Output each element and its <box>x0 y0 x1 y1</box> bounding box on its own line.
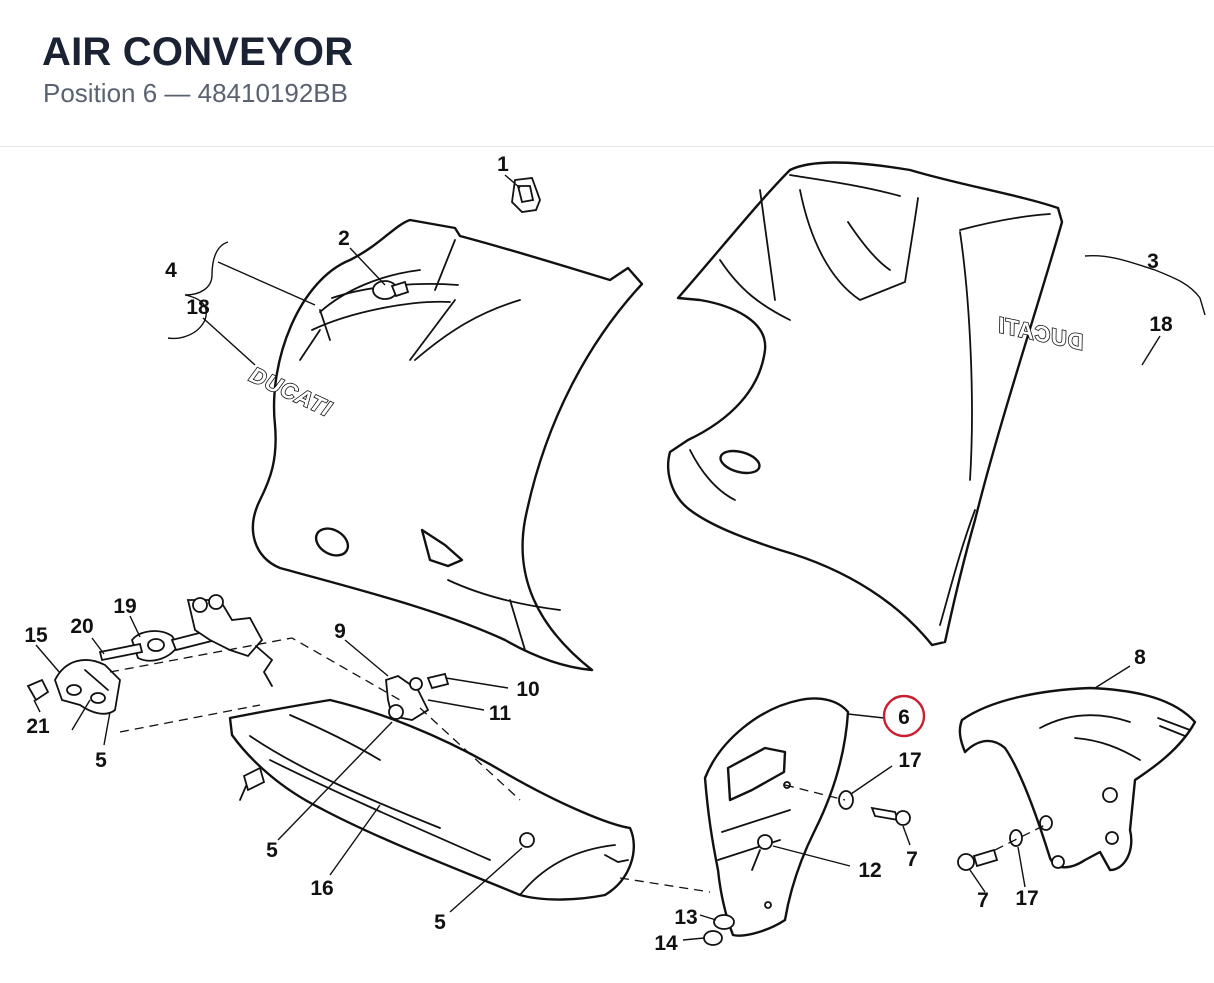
callout-3[interactable]: 3 <box>1147 250 1159 273</box>
callout-10[interactable]: 10 <box>516 678 539 701</box>
quarter-turn-fastener[interactable] <box>372 280 410 300</box>
callout-labels: 1 2 3 4 18 18 19 20 15 21 5 9 10 11 5 16… <box>24 153 1173 955</box>
callout-4[interactable]: 4 <box>165 259 177 282</box>
callout-17-air-conveyor[interactable]: 17 <box>898 749 921 772</box>
exploded-parts-diagram: DUCATI DUCATI <box>24 153 1206 955</box>
callout-16[interactable]: 16 <box>310 877 333 900</box>
callout-5-lower[interactable]: 5 <box>434 911 446 934</box>
page-header: AIR CONVEYOR Position 6 — 48410192BB <box>0 0 1214 147</box>
callout-5-left[interactable]: 5 <box>95 749 107 772</box>
right-upper-fairing[interactable]: DUCATI <box>667 161 1087 647</box>
callout-17-mudguard[interactable]: 17 <box>1015 887 1038 910</box>
assembly-line <box>994 824 1046 851</box>
callout-5-middle[interactable]: 5 <box>266 839 278 862</box>
front-mudguard[interactable] <box>958 686 1197 872</box>
callout-8[interactable]: 8 <box>1134 646 1146 669</box>
bracket-3 <box>1084 254 1206 316</box>
lower-belly-pan[interactable] <box>228 698 635 901</box>
callout-7-mudguard[interactable]: 7 <box>977 889 989 912</box>
assembly-line <box>119 704 261 733</box>
left-upper-fairing[interactable]: DUCATI <box>245 218 644 672</box>
assembly-line <box>109 637 401 701</box>
callout-12[interactable]: 12 <box>858 859 881 882</box>
callout-9[interactable]: 9 <box>334 620 346 643</box>
callout-1[interactable]: 1 <box>497 153 509 176</box>
leader-lines <box>33 174 1161 941</box>
assembly-line <box>619 877 711 893</box>
screw-set-mudguard[interactable] <box>957 815 1053 871</box>
callout-6[interactable]: 6 <box>898 706 910 729</box>
selected-position-highlight <box>882 694 926 738</box>
mounting-bracket-assembly[interactable] <box>26 594 274 715</box>
clip-fastener[interactable] <box>511 177 541 213</box>
page-subtitle: Position 6 — 48410192BB <box>43 78 348 108</box>
callout-2[interactable]: 2 <box>338 227 350 250</box>
callout-14[interactable]: 14 <box>654 932 678 955</box>
callout-7-air-conveyor[interactable]: 7 <box>906 848 918 871</box>
callout-18-right[interactable]: 18 <box>1149 313 1173 336</box>
callout-18-left[interactable]: 18 <box>186 296 210 319</box>
callout-20[interactable]: 20 <box>70 615 93 638</box>
page-title: AIR CONVEYOR <box>42 30 354 74</box>
callout-13[interactable]: 13 <box>674 906 697 929</box>
callout-11[interactable]: 11 <box>489 702 512 725</box>
assembly-line <box>419 707 521 801</box>
callout-15[interactable]: 15 <box>24 624 48 647</box>
callout-19[interactable]: 19 <box>113 595 136 618</box>
bracket-4 <box>167 241 229 340</box>
assembly-line <box>784 784 846 801</box>
air-conveyor-part[interactable] <box>703 697 850 937</box>
callout-21[interactable]: 21 <box>26 715 50 738</box>
